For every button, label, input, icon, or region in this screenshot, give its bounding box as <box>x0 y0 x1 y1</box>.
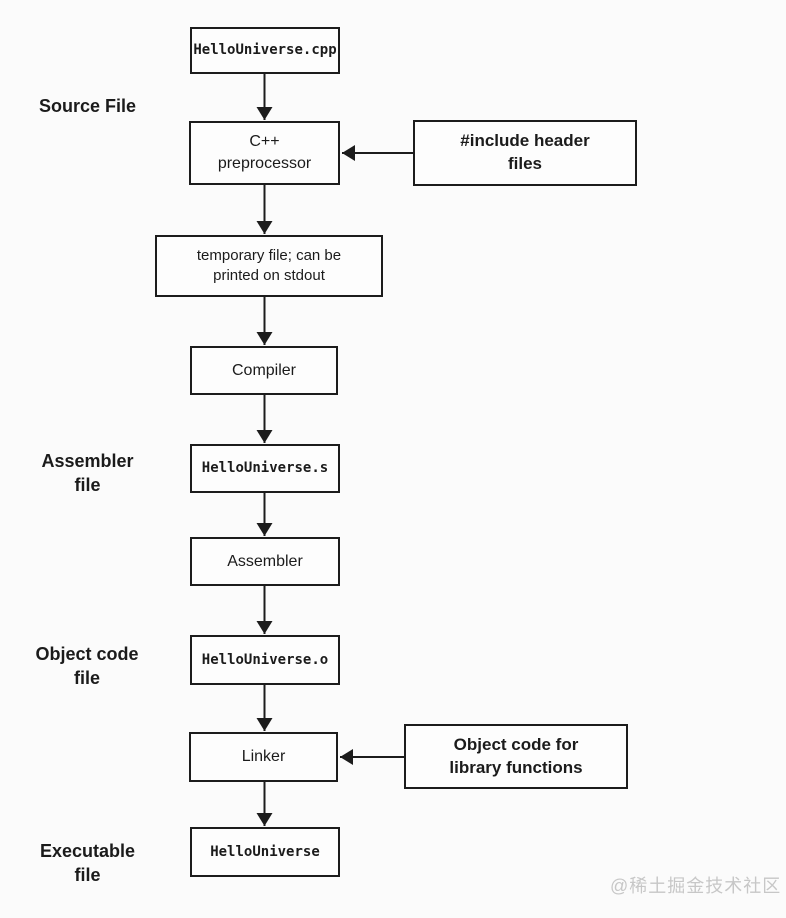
node-temporary-file: temporary file; can be printed on stdout <box>155 235 383 297</box>
node-executable-file: HelloUniverse <box>190 827 340 877</box>
label-executable-file: Executable file <box>39 841 136 886</box>
node-assembler: Assembler <box>190 537 340 586</box>
node-library-object-code: Object code for library functions <box>404 724 628 789</box>
node-assembler-file: HelloUniverse.s <box>190 444 340 493</box>
node-cpp-preprocessor: C++ preprocessor <box>189 121 340 185</box>
node-compiler: Compiler <box>190 346 338 395</box>
node-object-code-file: HelloUniverse.o <box>190 635 340 685</box>
node-linker: Linker <box>189 732 338 782</box>
node-include-header-files: #include header files <box>413 120 637 186</box>
label-source-file: Source File <box>38 96 137 116</box>
label-object-code-file: Object code file <box>35 644 139 689</box>
label-assembler-file: Assembler file <box>41 451 134 496</box>
watermark-text: @稀土掘金技术社区 <box>610 876 782 896</box>
node-source-cpp-file: HelloUniverse.cpp <box>190 27 340 74</box>
